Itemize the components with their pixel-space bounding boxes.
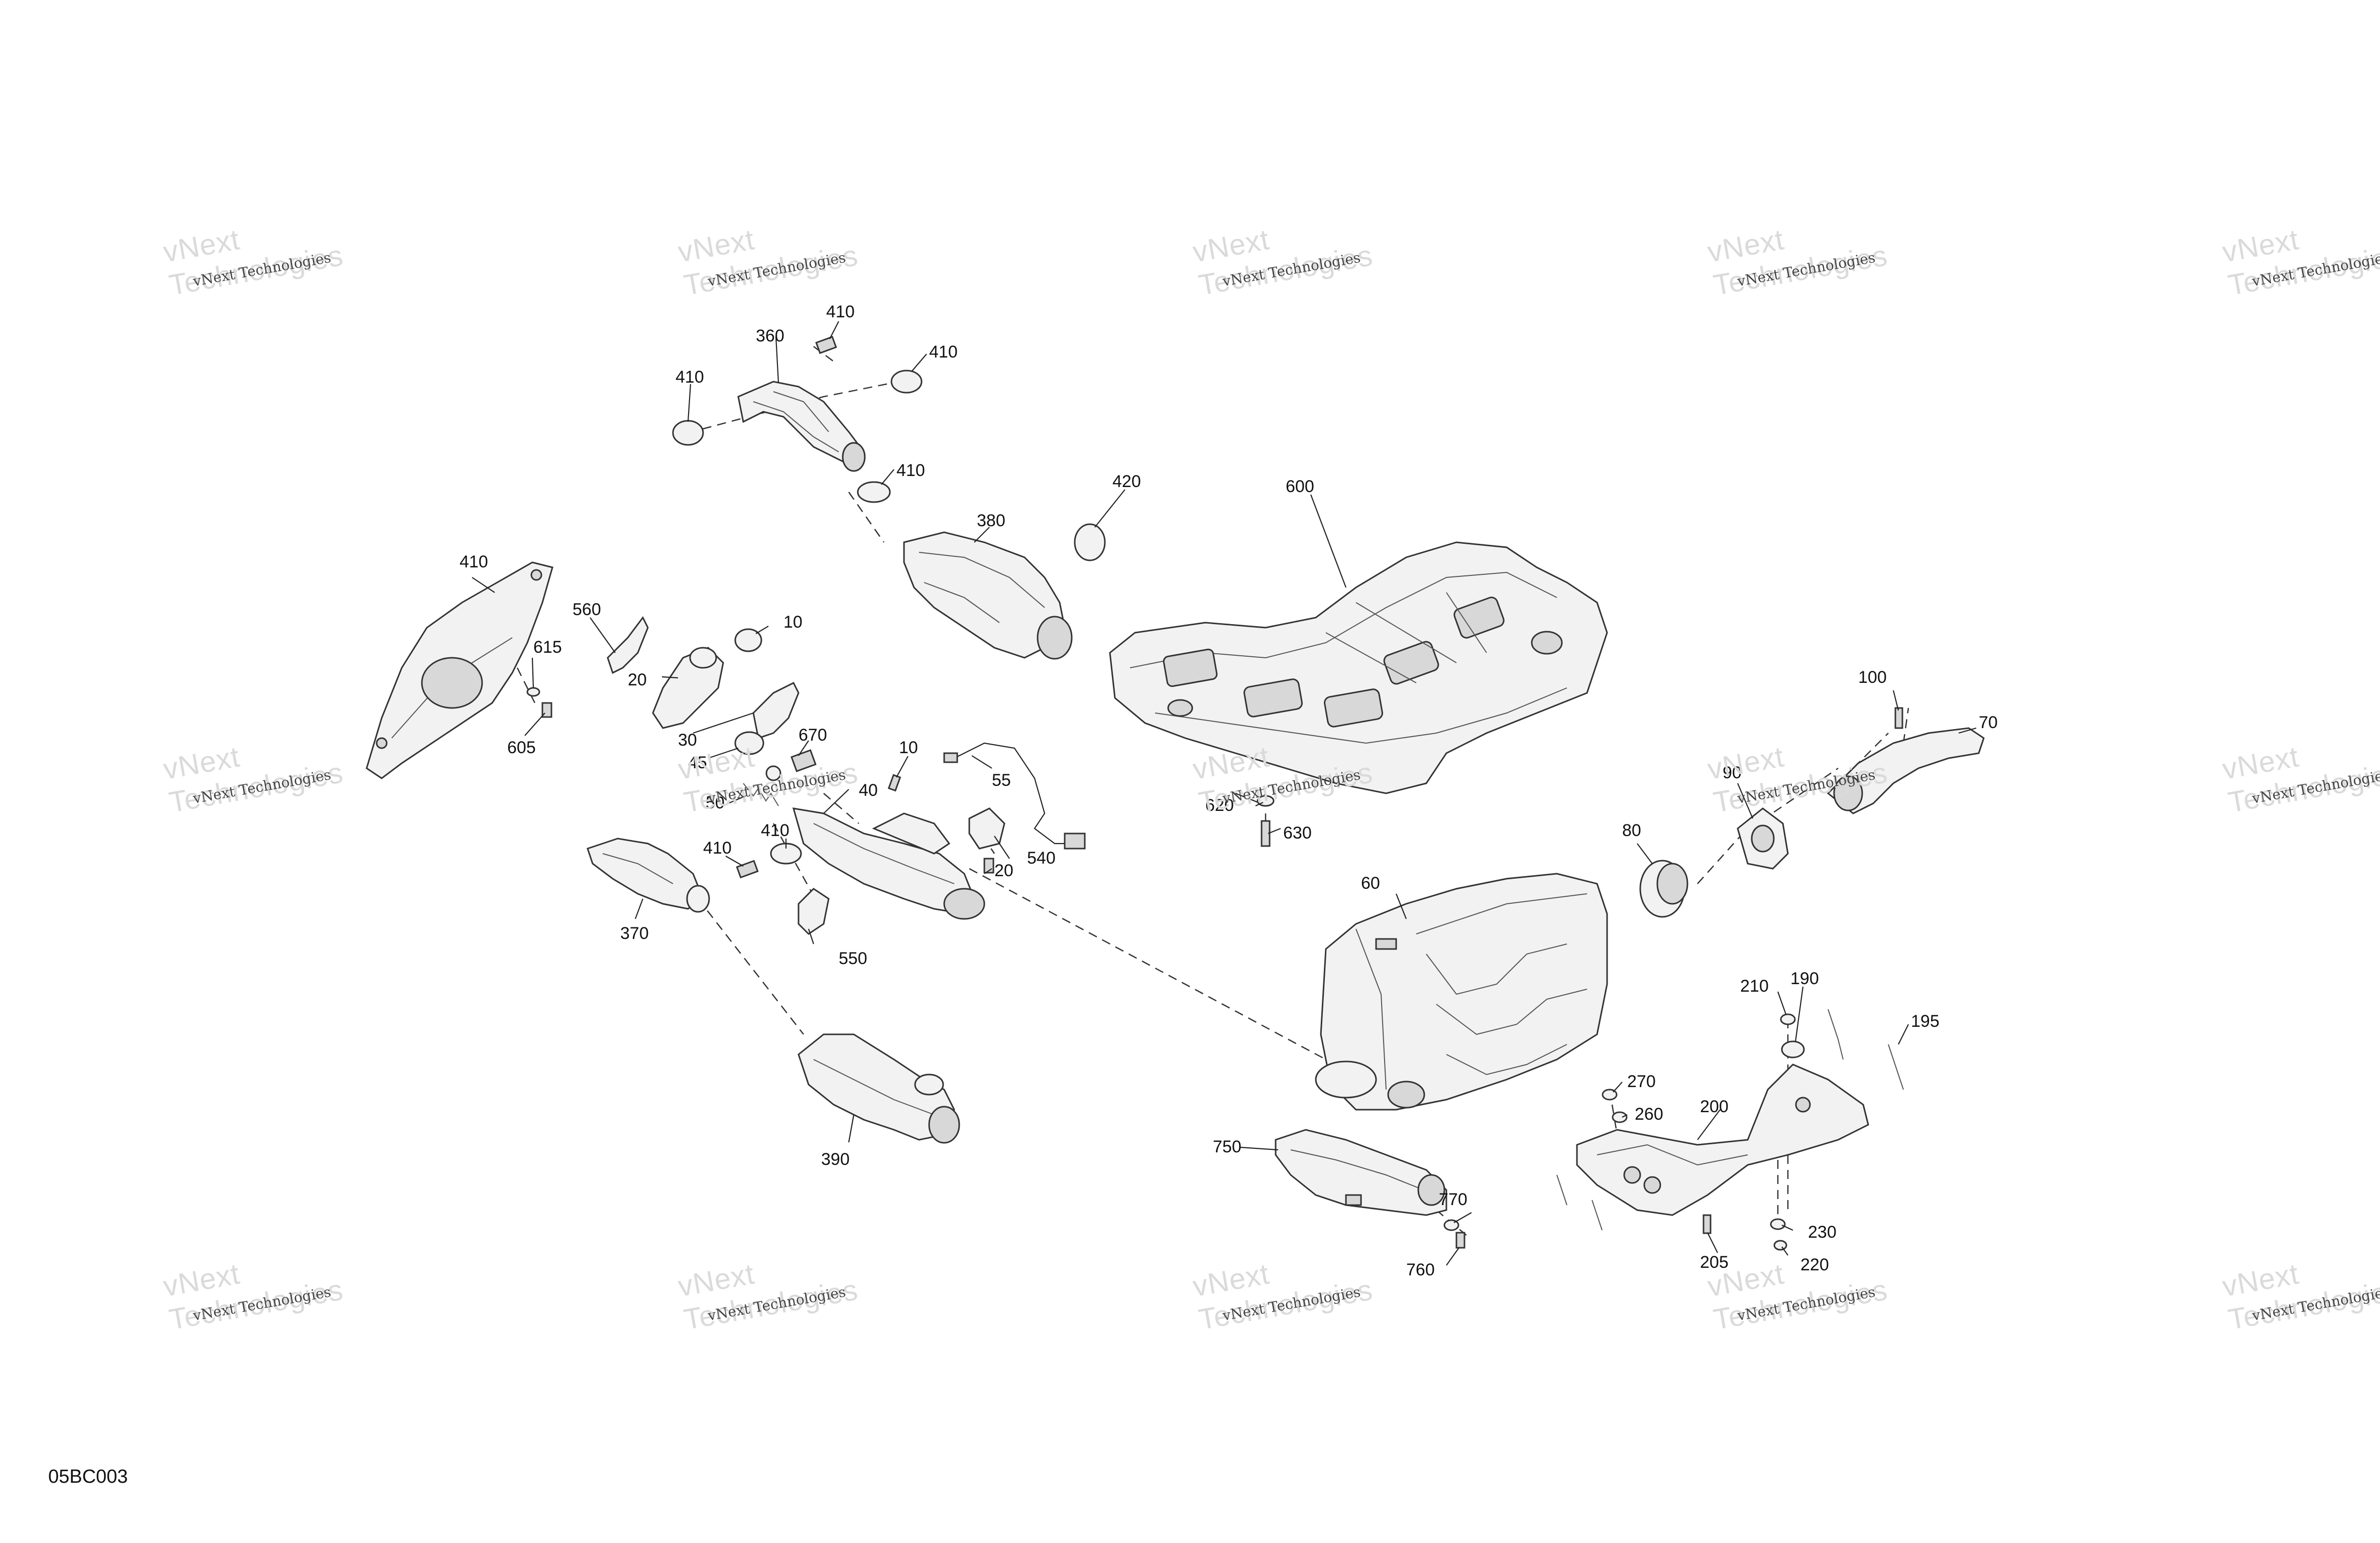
callout-205: 205 [1700, 1253, 1729, 1272]
shield-560 [607, 616, 649, 674]
callout-20-lower: 20 [994, 861, 1013, 880]
leader-lines [472, 321, 1977, 1266]
bracket-550 [798, 888, 830, 935]
callout-190: 190 [1790, 969, 1819, 988]
callout-55: 55 [992, 771, 1011, 790]
shield-30 [752, 681, 800, 739]
callout-195: 195 [1911, 1012, 1940, 1031]
bolt-10-lower [887, 774, 901, 792]
callout-390: 390 [821, 1150, 850, 1169]
callout-70: 70 [1979, 713, 1998, 732]
callout-230: 230 [1808, 1223, 1837, 1242]
bolt-100 [1894, 707, 1903, 729]
callout-200: 200 [1700, 1097, 1729, 1116]
callout-270: 270 [1627, 1072, 1656, 1091]
muffler-shield-750 [1275, 1129, 1447, 1216]
callout-10-lower: 10 [899, 738, 918, 757]
callout-420: 420 [1112, 472, 1141, 491]
muffler-60 [1315, 873, 1608, 1111]
callout-80: 80 [1622, 821, 1641, 840]
callout-410-f: 410 [761, 821, 789, 840]
callout-600: 600 [1286, 477, 1314, 496]
callout-770: 770 [1439, 1190, 1467, 1209]
callout-610: 410 [460, 552, 488, 571]
gasket-10-upper [734, 628, 762, 652]
grommet-190 [1781, 1040, 1805, 1058]
callout-220: 220 [1800, 1255, 1829, 1274]
callout-210: 210 [1740, 977, 1769, 996]
middle-catalyst-380 [903, 523, 1106, 660]
heat-shield-610 [366, 561, 553, 779]
bolt-760 [1455, 1232, 1465, 1249]
heat-shield-600 [1109, 541, 1608, 794]
callout-410-c: 410 [675, 368, 704, 387]
callout-550: 550 [839, 949, 867, 968]
washer-230 [1770, 1218, 1786, 1230]
springs-195 [1556, 1009, 1904, 1231]
callout-50: 50 [706, 793, 725, 812]
washer-260 [1612, 1111, 1628, 1123]
callout-100: 100 [1858, 668, 1887, 687]
callout-30: 30 [678, 731, 697, 750]
bolt-205 [1703, 1214, 1712, 1234]
callout-750: 750 [1213, 1137, 1241, 1156]
nut-220 [1773, 1240, 1787, 1251]
callout-630: 630 [1283, 823, 1312, 843]
callout-260: 260 [1635, 1105, 1663, 1124]
nut-210 [1780, 1013, 1796, 1025]
tailpipe-70 [1827, 727, 1985, 814]
clamps-410-upper [672, 335, 923, 503]
rear-catalyst-390 [798, 1033, 960, 1144]
callout-labels: 410 560 615 605 20 10 30 45 670 50 10 40… [460, 302, 1998, 1279]
gasket-90 [1737, 807, 1789, 870]
callout-410-d: 410 [896, 461, 925, 480]
callout-615: 615 [533, 638, 562, 657]
washer-615 [526, 687, 540, 697]
callout-45: 45 [688, 753, 707, 772]
callout-90: 90 [1723, 763, 1742, 782]
callout-20-upper: 20 [628, 670, 647, 689]
callout-370: 370 [620, 924, 649, 943]
header-pipe-20 [652, 647, 724, 729]
callout-410-e: 410 [703, 839, 732, 858]
callout-410-b: 410 [929, 342, 958, 362]
sensor-55 [943, 742, 1086, 850]
clamps-410-lower [736, 843, 802, 879]
callout-620: 620 [1205, 796, 1234, 815]
callout-560: 560 [573, 600, 601, 619]
callout-10-upper: 10 [783, 613, 803, 632]
rear-header-370 [587, 838, 710, 913]
callout-540: 540 [1027, 849, 1056, 868]
front-catalyst-40 [792, 807, 985, 920]
sleeve-80 [1639, 860, 1688, 918]
callout-760: 760 [1406, 1260, 1435, 1279]
callout-605: 605 [507, 738, 536, 757]
sensor-670 [765, 749, 817, 781]
callout-360: 360 [756, 326, 784, 345]
bracket-200 [1576, 1063, 1869, 1216]
clamp-45 [734, 731, 764, 755]
bolt-630 [1261, 820, 1271, 847]
drawing-code: 05BC003 [48, 1466, 128, 1487]
callout-380: 380 [977, 511, 1005, 530]
callout-40: 40 [859, 781, 878, 800]
callout-670: 670 [799, 726, 827, 745]
spring-50 [743, 783, 779, 806]
callout-60: 60 [1361, 874, 1380, 893]
callout-410-a: 410 [826, 302, 855, 321]
upper-catalyst-360 [737, 381, 866, 472]
